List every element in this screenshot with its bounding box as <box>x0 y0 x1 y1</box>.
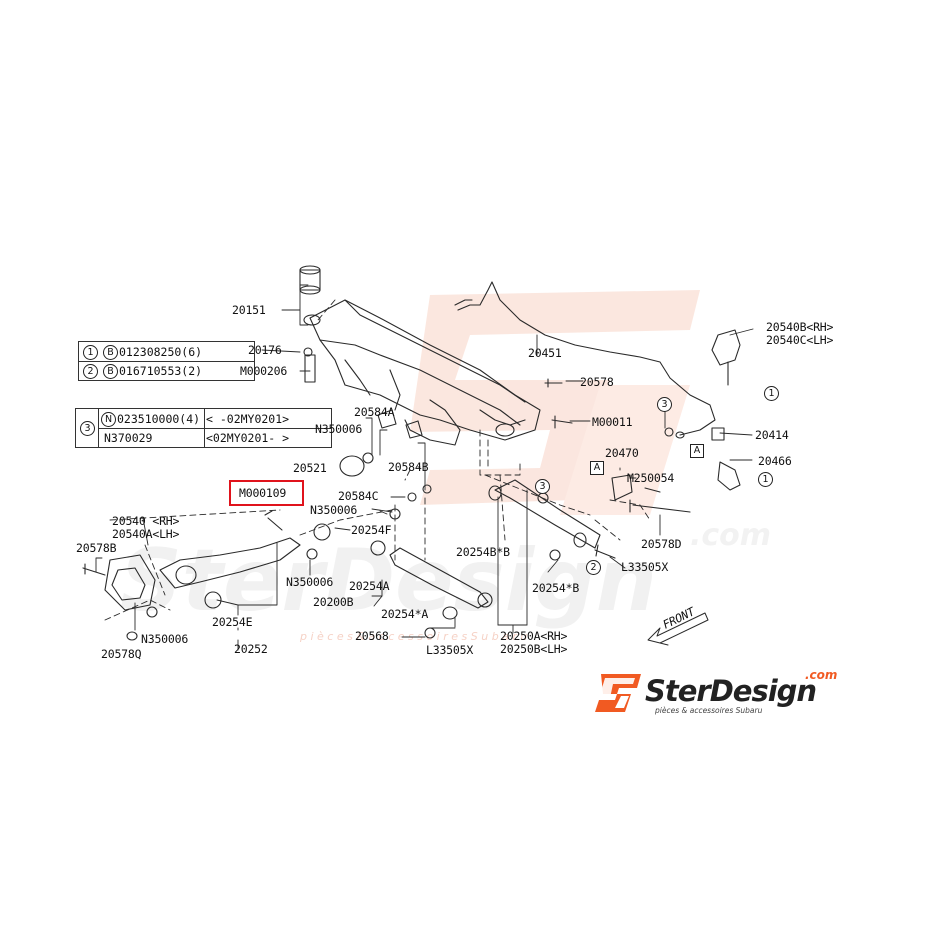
legend-divider <box>79 361 254 362</box>
fastener-legend-table-2: 3 N 023510000(4) < -02MY0201> N370029 <0… <box>75 408 332 448</box>
part-label-20200b[interactable]: 20200B <box>313 595 354 609</box>
callout-b-icon: B <box>103 345 118 360</box>
part-label-n350006[interactable]: N350006 <box>141 632 189 646</box>
part-label-n350006[interactable]: N350006 <box>310 503 358 517</box>
small-parts <box>126 347 674 641</box>
part-label-20584c[interactable]: 20584C <box>338 489 379 503</box>
callout-3-icon: 3 <box>80 421 95 436</box>
callout-2-icon: 2 <box>83 364 98 379</box>
part-label-l33505x[interactable]: L33505X <box>426 643 474 657</box>
part-label-20151[interactable]: 20151 <box>232 303 266 317</box>
part-label-20584b[interactable]: 20584B <box>388 460 429 474</box>
part-label-20414[interactable]: 20414 <box>755 428 789 442</box>
fastener-legend-table-1: 1 B 012308250(6) 2 B 016710553(2) <box>78 341 255 381</box>
brand-logo-icon <box>595 674 641 712</box>
legend-row-3b-range: <02MY0201- > <box>206 431 290 445</box>
part-label-20568[interactable]: 20568 <box>355 629 389 643</box>
link-bracket-right <box>711 329 741 491</box>
part-label-20254e[interactable]: 20254E <box>212 615 253 629</box>
brand-domain: .com <box>805 668 838 682</box>
part-label-20540c-lh[interactable]: 20540C<LH> <box>766 333 834 347</box>
dashed-lines <box>104 299 651 621</box>
part-label-20578b[interactable]: 20578B <box>76 541 117 555</box>
part-label-20470[interactable]: 20470 <box>605 446 639 460</box>
part-label-20250a-rh[interactable]: 20250A<RH> <box>500 629 568 643</box>
part-label-20252[interactable]: 20252 <box>234 642 268 656</box>
legend-row-3a-range: < -02MY0201> <box>206 412 290 426</box>
part-label-20451[interactable]: 20451 <box>528 346 562 360</box>
legend-row-1-text: 012308250(6) <box>119 345 203 359</box>
callout-3-icon: 3 <box>535 479 550 494</box>
part-label-m000109[interactable]: M000109 <box>239 486 287 500</box>
reference-a-icon: A <box>690 444 704 458</box>
svg-text:SterDesign: SterDesign <box>120 531 657 631</box>
part-label-m00011[interactable]: M00011 <box>592 415 633 429</box>
part-label-20578[interactable]: 20578 <box>580 375 614 389</box>
lateral-link-rear <box>370 540 493 620</box>
svg-text:p i è c e s & a c c e s s: p i è c e s & a c c e s s o i r e s S u … <box>299 630 527 643</box>
bolts <box>82 354 691 576</box>
part-label-m000206[interactable]: M000206 <box>240 364 288 378</box>
legend-divider <box>98 428 331 429</box>
part-label-20254-b[interactable]: 20254*B <box>532 581 580 595</box>
part-label-20254f[interactable]: 20254F <box>351 523 392 537</box>
part-label-20250b-lh[interactable]: 20250B<LH> <box>500 642 568 656</box>
brand-tagline: pièces & accessoires Subaru <box>655 706 763 715</box>
stabilizer-bar <box>454 281 716 439</box>
brand-name: SterDesign <box>645 674 817 708</box>
part-label-20466[interactable]: 20466 <box>758 454 792 468</box>
legend-row-3a-part: 023510000(4) <box>117 412 201 426</box>
callout-2-icon: 2 <box>586 560 601 575</box>
part-label-m250054[interactable]: M250054 <box>627 471 675 485</box>
callout-1-icon: 1 <box>758 472 773 487</box>
part-label-20176[interactable]: 20176 <box>248 343 282 357</box>
callout-3-icon: 3 <box>657 397 672 412</box>
legend-row-3b-part: N370029 <box>104 431 153 445</box>
part-label-20521[interactable]: 20521 <box>293 461 327 475</box>
callout-1-icon: 1 <box>83 345 98 360</box>
brand-logo: SterDesign .com pièces & accessoires Sub… <box>593 668 853 718</box>
part-label-20578d[interactable]: 20578D <box>641 537 682 551</box>
svg-text:.com: .com <box>690 518 771 553</box>
part-label-20254-a[interactable]: 20254*A <box>381 607 429 621</box>
part-label-20584a[interactable]: 20584A <box>354 405 395 419</box>
part-label-20540a-lh[interactable]: 20540A<LH> <box>112 527 180 541</box>
part-label-20540b-rh[interactable]: 20540B<RH> <box>766 320 834 334</box>
part-label-l33505x[interactable]: L33505X <box>621 560 669 574</box>
lateral-link-front <box>488 479 601 549</box>
trailing-link <box>104 523 331 611</box>
part-label-20254a[interactable]: 20254A <box>349 579 390 593</box>
reference-a-icon: A <box>590 461 604 475</box>
crossmember <box>299 265 541 446</box>
callout-b-icon: B <box>103 364 118 379</box>
callout-n-icon: N <box>101 412 116 427</box>
legend-row-2-text: 016710553(2) <box>119 364 203 378</box>
leader-lines <box>95 284 754 651</box>
part-label-20540-rh[interactable]: 20540 <RH> <box>112 514 180 528</box>
part-label-n350006[interactable]: N350006 <box>315 422 363 436</box>
callout-1-icon: 1 <box>764 386 779 401</box>
highlight-box <box>229 480 304 506</box>
part-label-20254b-b[interactable]: 20254B*B <box>456 545 510 559</box>
front-arrow <box>647 612 709 646</box>
part-label-20578q[interactable]: 20578Q <box>101 647 142 661</box>
part-label-n350006[interactable]: N350006 <box>286 575 334 589</box>
